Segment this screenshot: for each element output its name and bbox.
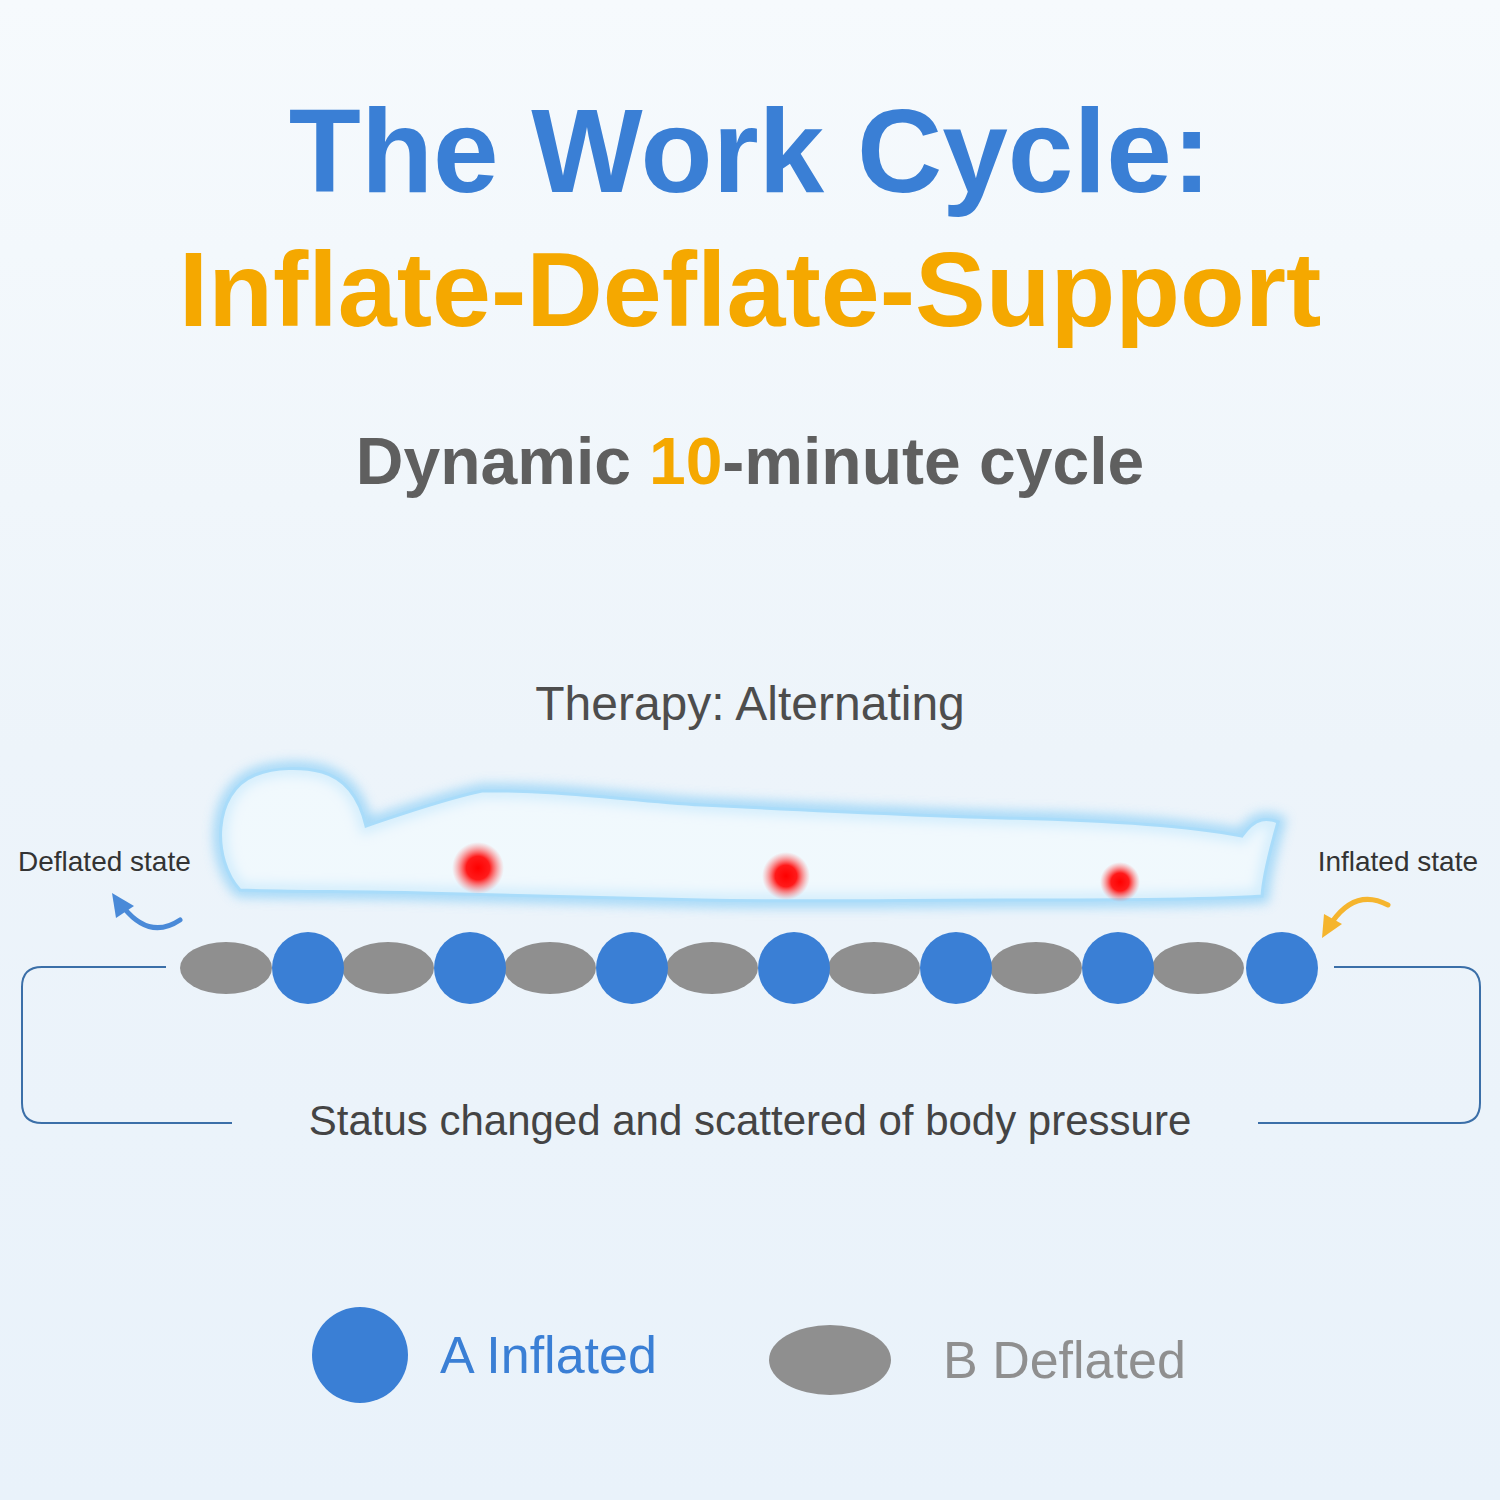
cycle-line: Dynamic 10-minute cycle	[0, 428, 1500, 494]
cycle-caption: Status changed and scattered of body pre…	[0, 1100, 1500, 1142]
deflate-arrow	[112, 893, 180, 928]
legend-item: B Deflated	[767, 1310, 1186, 1410]
cycle-number: 10	[649, 428, 722, 494]
cycle-text: Dynamic	[356, 428, 631, 494]
air-cells	[180, 932, 1318, 1004]
inflate-arrow	[1322, 899, 1388, 938]
legend-swatch	[310, 1305, 410, 1405]
title: The Work Cycle:	[0, 92, 1500, 210]
legend-text: A Inflated	[440, 1329, 657, 1381]
legend-swatch	[767, 1323, 893, 1397]
legend-text: B Deflated	[943, 1334, 1186, 1386]
state-label: Inflated state	[1318, 848, 1478, 876]
therapy-label: Therapy: Alternating	[0, 680, 1500, 728]
subtitle: Inflate-Deflate-Support	[0, 236, 1500, 342]
pressure-points	[452, 842, 1140, 902]
legend-item: A Inflated	[310, 1305, 657, 1405]
state-label: Deflated state	[18, 848, 191, 876]
cycle-text: -minute cycle	[722, 428, 1144, 494]
